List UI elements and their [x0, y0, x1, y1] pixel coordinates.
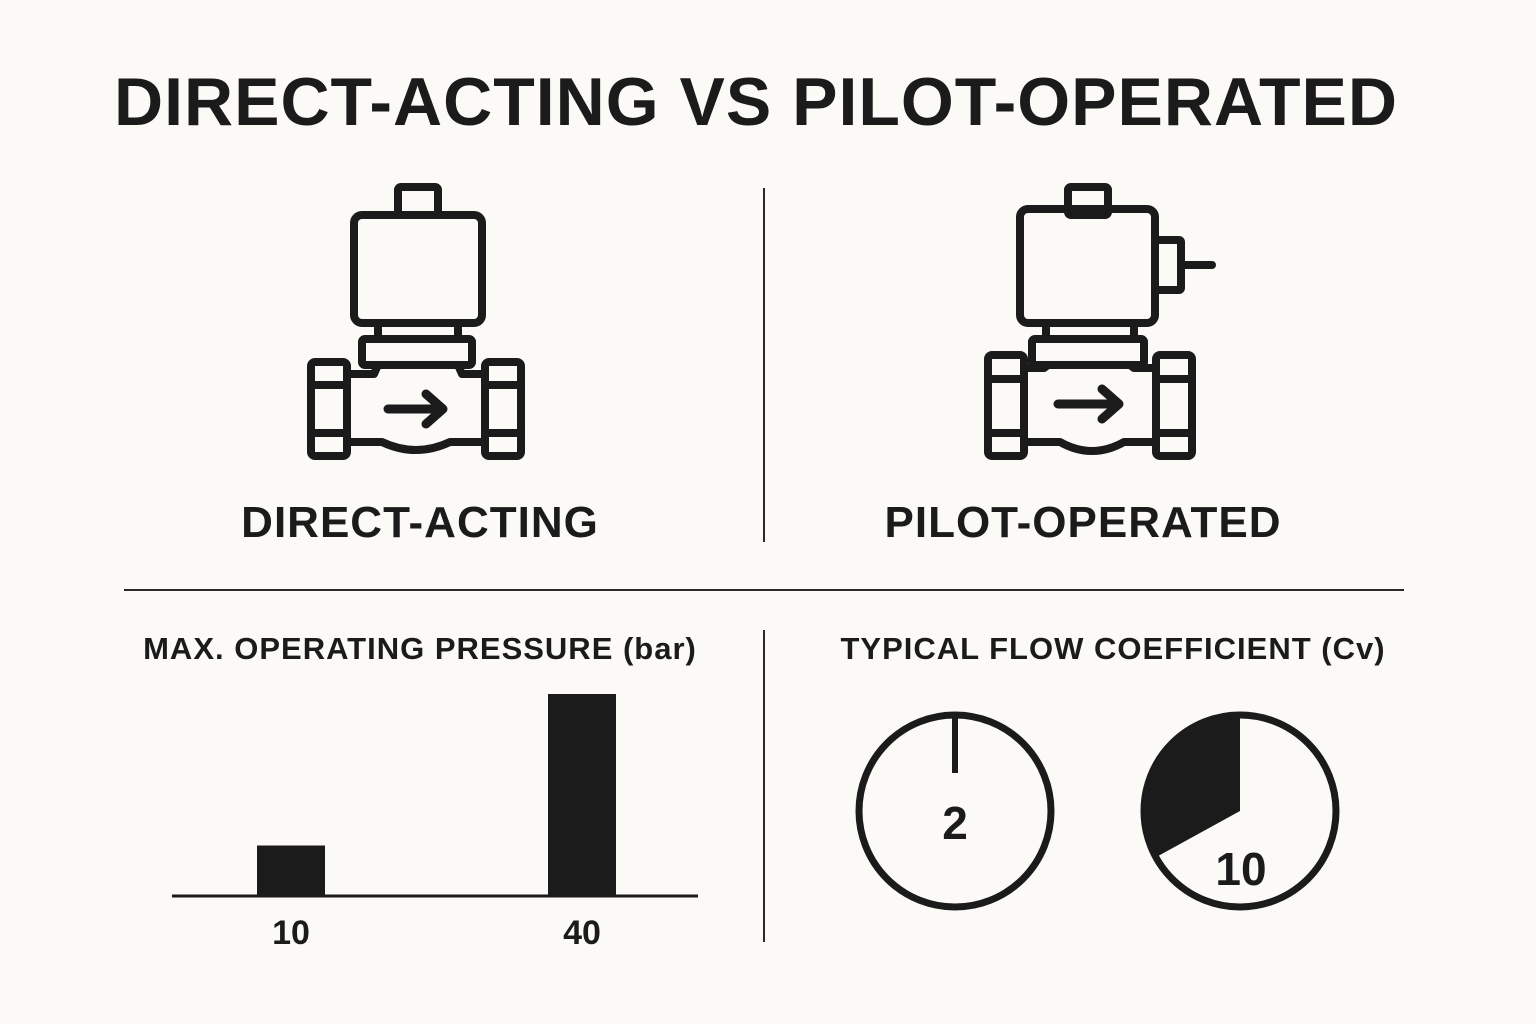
gauge-value-label-10: 10 — [1215, 843, 1266, 895]
bar-tick-label-40: 40 — [563, 914, 601, 952]
lower-vertical-divider — [763, 630, 765, 942]
flow-coefficient-gauges: 2 10 — [855, 711, 1340, 911]
bar-tick-label-10: 10 — [272, 914, 310, 952]
gauge-2: 2 — [855, 711, 1055, 911]
page-title: DIRECT-ACTING VS PILOT-OPERATED — [113, 64, 1399, 140]
gauge-wedge-10 — [1144, 715, 1240, 858]
horizontal-divider — [124, 589, 1404, 591]
upper-vertical-divider — [763, 188, 765, 542]
pilot-operated-label: PILOT-OPERATED — [884, 498, 1282, 547]
solenoid-valve-with-connector-icon — [984, 183, 1216, 460]
gauge-10: 10 — [1140, 711, 1340, 911]
bar-10 — [257, 845, 325, 896]
pressure-bar-chart: 10 40 — [172, 694, 698, 952]
bar-40 — [548, 694, 616, 896]
flow-chart-title: TYPICAL FLOW COEFFICIENT (Cv) — [840, 631, 1386, 666]
pressure-chart-title: MAX. OPERATING PRESSURE (bar) — [143, 631, 697, 666]
gauge-ring-10 — [1140, 711, 1340, 911]
gauge-value-label-2: 2 — [942, 797, 968, 849]
gauge-ring-2 — [855, 711, 1055, 911]
solenoid-valve-icon — [307, 183, 525, 460]
direct-acting-label: DIRECT-ACTING — [241, 498, 599, 547]
